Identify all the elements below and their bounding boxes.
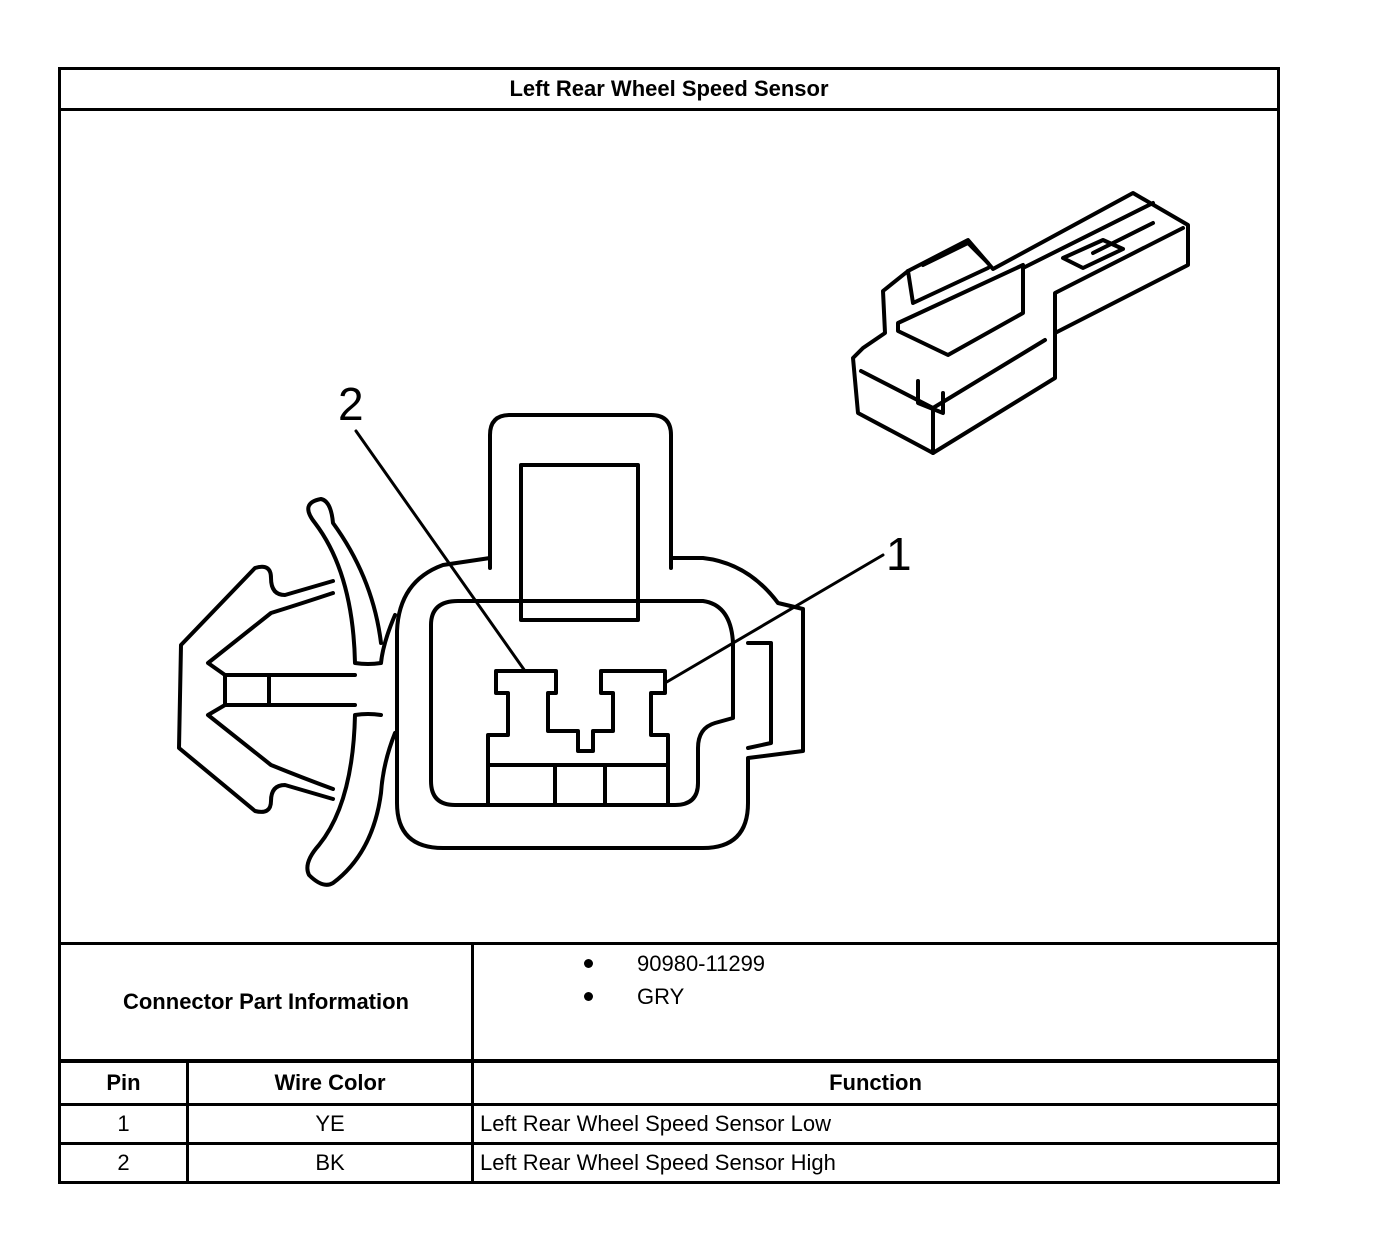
- divider: [186, 1063, 189, 1181]
- connector-isometric-view-drawing: [851, 191, 1190, 455]
- function-cell: Left Rear Wheel Speed Sensor High: [480, 1150, 836, 1175]
- function-header: Function: [829, 1070, 922, 1095]
- connector-color: GRY: [637, 984, 685, 1009]
- connector-part-number: 90980-11299: [637, 951, 766, 976]
- connector-info-label: Connector Part Information: [122, 989, 409, 1014]
- divider: [61, 1103, 1277, 1106]
- divider: [61, 1142, 1277, 1145]
- divider: [61, 1059, 1277, 1063]
- callout-pin-1: 1: [886, 528, 912, 580]
- wire-color-cell: YE: [315, 1111, 345, 1136]
- bullet-icon: [584, 992, 593, 1001]
- pin-cell: 2: [117, 1150, 130, 1175]
- divider: [61, 942, 1277, 945]
- pin-cell: 1: [117, 1111, 130, 1136]
- divider: [471, 945, 474, 1181]
- wire-color-header: Wire Color: [274, 1070, 386, 1095]
- connector-sheet: Left Rear Wheel Speed Sensor: [58, 67, 1280, 1184]
- function-cell: Left Rear Wheel Speed Sensor Low: [480, 1111, 831, 1136]
- bullet-icon: [584, 959, 593, 968]
- divider: [61, 108, 1277, 111]
- page-title: Left Rear Wheel Speed Sensor: [509, 76, 829, 101]
- connector-info-list: 90980-11299 GRY: [531, 947, 1271, 1057]
- list-item: 90980-11299: [531, 947, 1271, 980]
- pin-header: Pin: [106, 1070, 141, 1095]
- list-item: GRY: [531, 980, 1271, 1013]
- callout-pin-2: 2: [338, 378, 364, 430]
- connector-face-view-drawing: [177, 413, 805, 887]
- wire-color-cell: BK: [315, 1150, 345, 1175]
- connector-diagram: 2 1: [177, 191, 1190, 887]
